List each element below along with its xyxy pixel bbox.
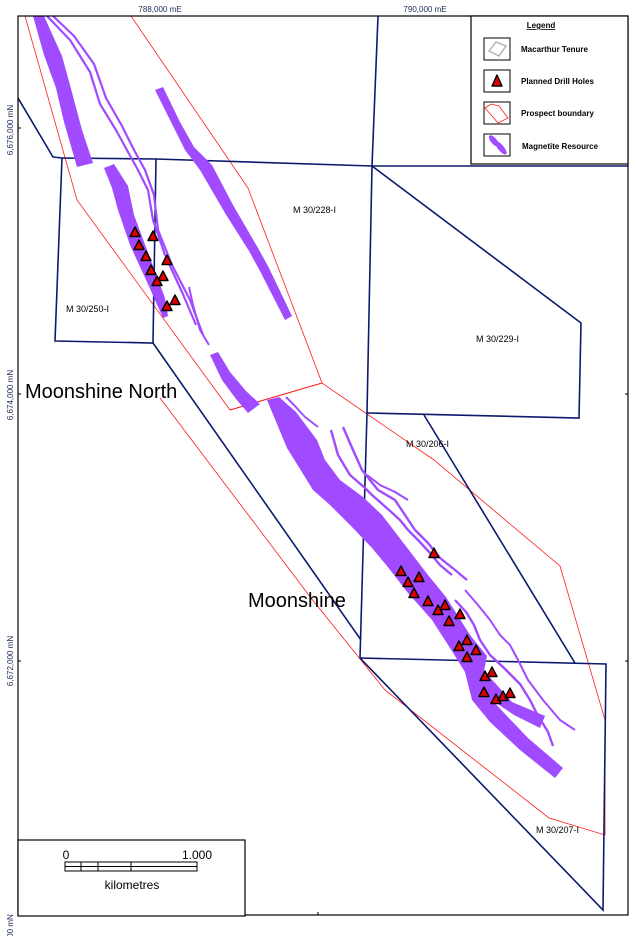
northing-label-6672000: 6,672,000 mN — [6, 636, 15, 686]
drill-hole-triangle-icon — [486, 666, 498, 678]
legend-label-prospect: Prospect boundary — [521, 109, 594, 118]
northing-label-partial: 00 mN — [6, 914, 15, 936]
easting-label-788000: 788,000 mE — [138, 5, 181, 14]
legend-swatch-tenure — [483, 37, 511, 61]
legend: Legend Macarthur Tenure Planned Drill Ho… — [470, 15, 629, 165]
magnetite-vein-south-b — [341, 426, 468, 581]
magnetite-vein-south-c — [285, 396, 319, 428]
area-label-moonshine-north: Moonshine North — [25, 381, 177, 403]
magnetite-vein-north-c — [188, 286, 210, 346]
map-content — [18, 16, 628, 912]
magnetite-body-north-main — [33, 16, 93, 167]
magnetite-vein-north-b — [52, 16, 205, 336]
legend-swatch-prospect — [483, 101, 511, 125]
prospect-boundary-north — [24, 16, 323, 411]
red-triangle-icon — [491, 74, 503, 87]
magnetite-vein-north-a — [46, 16, 198, 326]
scale-unit-label: kilometres — [105, 878, 160, 892]
northing-label-6674000: 6,674,000 mN — [6, 370, 15, 420]
magnetite-body-gap-segment — [210, 352, 260, 413]
magnetite-body-south-main — [267, 397, 563, 778]
scale-end-label: 1.000 — [182, 848, 212, 862]
scale-bar: 0 1.000 kilometres — [17, 839, 246, 917]
tenement-label-m30-229: M 30/229-I — [476, 334, 519, 344]
tenure-outer-west — [18, 97, 63, 159]
northing-label-6676000: 6,676,000 mN — [6, 105, 15, 155]
scale-bar-box — [17, 839, 246, 917]
magnetite-body-north-lower — [104, 164, 168, 318]
tenement-label-m30-206: M 30/206-I — [406, 439, 449, 449]
legend-title: Legend — [527, 21, 556, 30]
tenure-polygon-icon — [487, 41, 508, 57]
tenement-m30-206-diag — [423, 414, 576, 664]
tenure-outer-long-diag — [152, 342, 362, 641]
red-polygon-icon — [484, 103, 509, 124]
legend-label-tenure: Macarthur Tenure — [521, 45, 589, 54]
prospect-boundary-south — [159, 382, 606, 836]
magnetite-vein-south-f — [464, 589, 576, 731]
magnetite-body-central — [155, 87, 292, 320]
tenement-m30-229 — [366, 165, 582, 419]
map-frame — [17, 15, 629, 916]
drill-hole-triangle-icon — [157, 270, 169, 282]
easting-label-790000: 790,000 mE — [403, 5, 446, 14]
area-label-moonshine: Moonshine — [248, 590, 346, 612]
magnetite-vein-south-e — [454, 599, 555, 747]
legend-label-magnetite: Magnetite Resource — [522, 142, 599, 151]
drill-hole-triangle-icon — [504, 687, 516, 699]
tenement-label-m30-250: M 30/250-I — [66, 304, 109, 314]
grid-ticks — [18, 127, 628, 915]
magnetite-vein-south-d — [366, 474, 409, 501]
purple-lens-icon — [488, 135, 507, 155]
scale-bar-graphic — [64, 861, 198, 872]
tenement-label-m30-228: M 30/228-I — [293, 205, 336, 215]
scale-start-label: 0 — [63, 848, 70, 862]
tenement-label-m30-207: M 30/207-I — [536, 825, 579, 835]
tenement-border-790000 — [359, 16, 379, 659]
legend-label-drill-holes: Planned Drill Holes — [521, 77, 594, 86]
drill-hole-triangle-icon — [169, 294, 181, 306]
